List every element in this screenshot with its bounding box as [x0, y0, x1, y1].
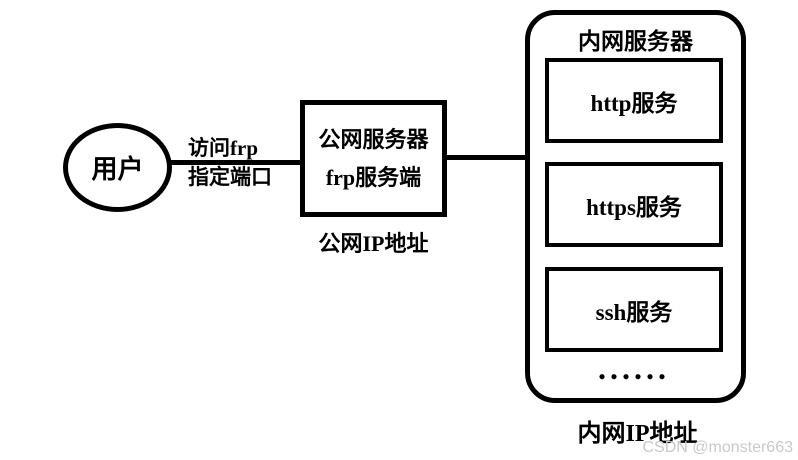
service-node-http: http服务: [545, 58, 723, 143]
public-server-caption: 公网IP地址: [318, 231, 429, 256]
intranet-server-title: 内网服务器: [578, 29, 693, 54]
csdn-watermark: CSDN @monster663: [642, 439, 793, 456]
service-node-ssh-label: ssh服务: [595, 299, 673, 325]
public-server-line1: 公网服务器: [318, 126, 429, 152]
user-node: 用户: [63, 123, 172, 212]
public-server-line2: frp服务端: [325, 164, 422, 190]
more-services-ellipsis: ......: [598, 350, 670, 386]
access-link-label-line2: 指定端口: [188, 165, 272, 189]
access-link-label: 访问frp 指定端口: [188, 134, 298, 192]
access-link-label-line1: 访问frp: [188, 136, 258, 160]
service-node-https-label: https服务: [586, 194, 682, 220]
connector-public-to-intranet-server: [445, 155, 529, 160]
connector-user-to-public-server: [168, 160, 302, 165]
service-node-https: https服务: [545, 162, 723, 247]
service-node-ssh: ssh服务: [545, 267, 723, 352]
public-server-node: 公网服务器 frp服务端: [300, 100, 447, 217]
user-node-label: 用户: [91, 155, 144, 184]
service-node-http-label: http服务: [590, 90, 678, 116]
intranet-server-caption: 内网IP地址: [577, 421, 698, 447]
